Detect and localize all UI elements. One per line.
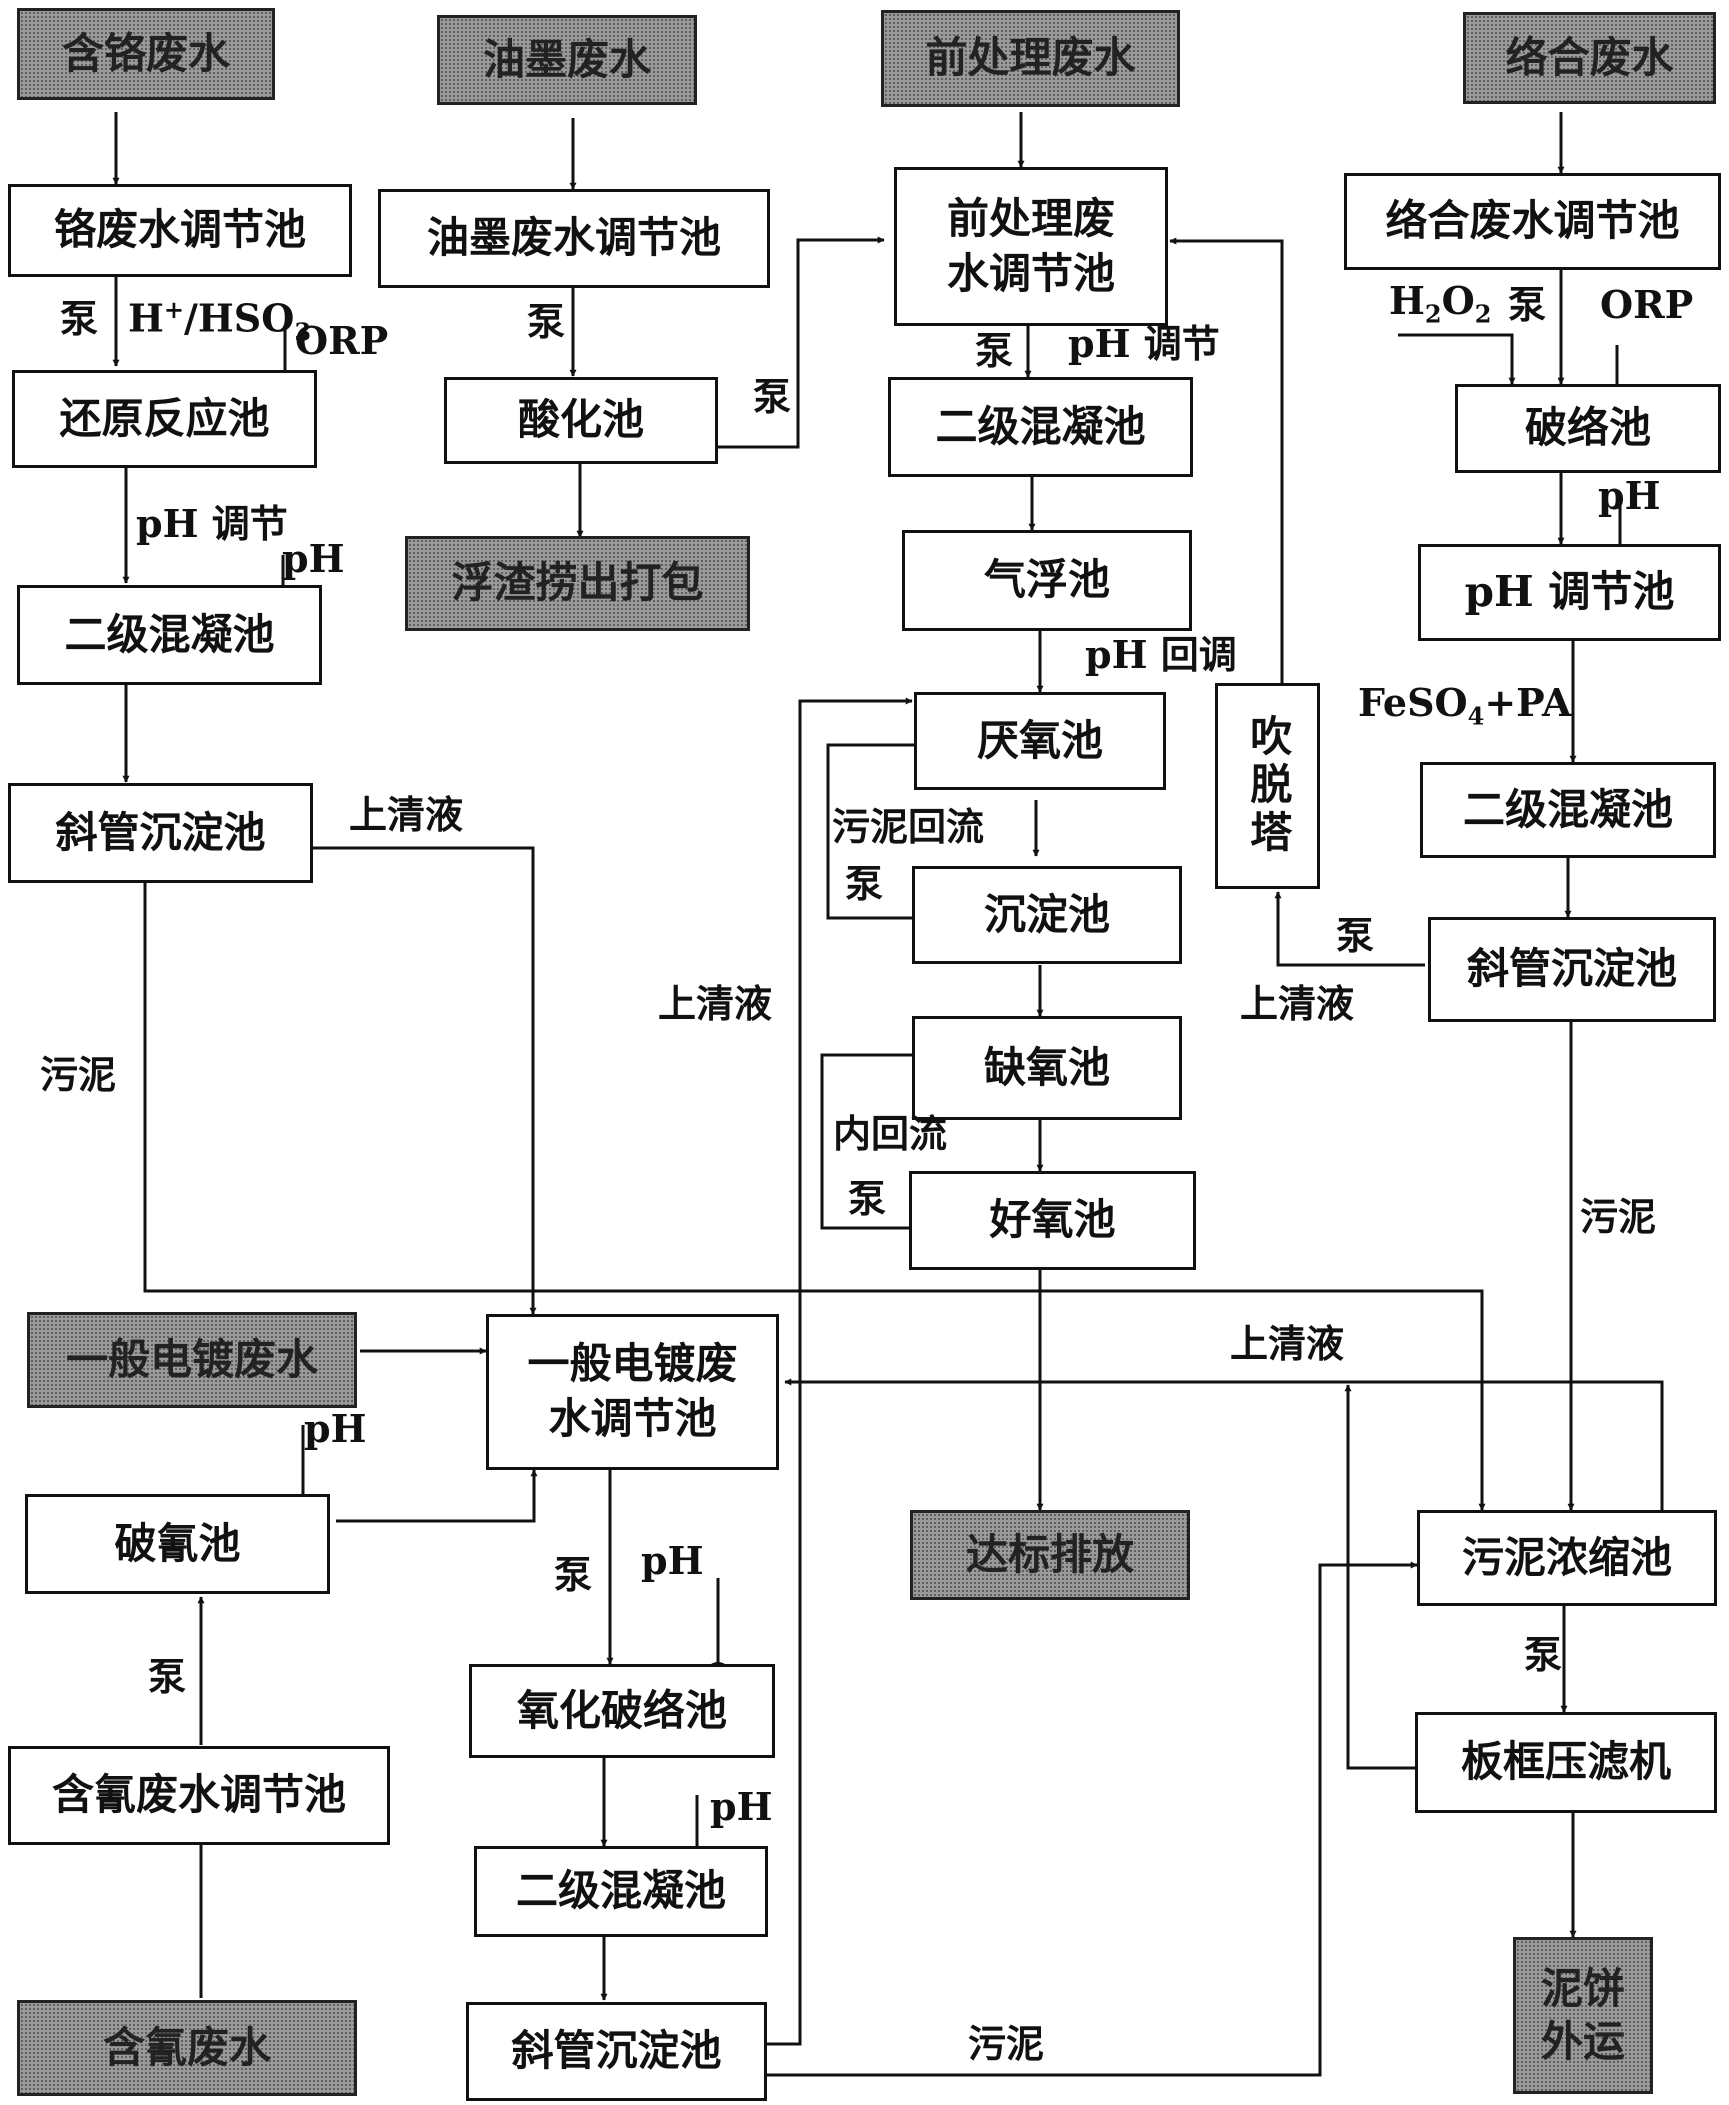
flow-line <box>784 1378 1664 1510</box>
pretreatment-equalization-tank: 前处理废 水调节池 <box>894 167 1168 326</box>
cyanide-equalization-tank: 含氰废水调节池 <box>8 1746 390 1845</box>
flow-line <box>1398 333 1516 385</box>
complex-two-stage-coagulation-tank: 二级混凝池 <box>1420 762 1716 858</box>
label-feso4-pa: FeSO4+PA <box>1358 680 1572 731</box>
label-pump: 泵 <box>1524 1632 1563 1677</box>
output-scum-packing: 浮渣捞出打包 <box>405 536 750 631</box>
label-reductant: H+/HSO3 <box>128 295 312 347</box>
general-plating-equalization-tank: 一般电镀废 水调节池 <box>486 1314 779 1470</box>
label-sludge-return: 污泥回流 <box>832 804 985 849</box>
chromium-inclined-tube-settler: 斜管沉淀池 <box>8 783 313 883</box>
sludge-cake-line1: 泥饼 <box>1540 1964 1625 2013</box>
air-flotation-tank: 气浮池 <box>902 530 1192 631</box>
label-ph: pH <box>1598 473 1661 518</box>
source-cyanide-wastewater: 含氰废水 <box>17 2000 357 2096</box>
complex-breaking-tank: 破络池 <box>1455 384 1721 473</box>
label-supernatant: 上清液 <box>658 981 773 1026</box>
anaerobic-tank: 厌氧池 <box>914 692 1166 790</box>
general-inclined-tube-settler: 斜管沉淀池 <box>466 2002 767 2101</box>
label-pump: 泵 <box>1508 282 1547 327</box>
chromium-two-stage-coagulation-tank: 二级混凝池 <box>17 585 322 685</box>
pretreatment-equal-line1: 前处理废 <box>946 193 1115 243</box>
label-pump: 泵 <box>753 374 792 419</box>
label-supernatant: 上清液 <box>1240 981 1355 1026</box>
complex-equalization-tank: 络合废水调节池 <box>1344 173 1721 270</box>
label-ph-adjust: pH 调节 <box>136 501 288 546</box>
source-ink-wastewater: 油墨废水 <box>437 15 697 105</box>
flow-line <box>820 1051 935 1230</box>
label-supernatant: 上清液 <box>349 792 464 837</box>
label-pump: 泵 <box>845 861 884 906</box>
stripping-tower: 吹脱塔 <box>1215 683 1320 889</box>
source-chromium-wastewater: 含铬废水 <box>17 8 275 100</box>
label-ph: pH <box>282 536 345 581</box>
ink-equalization-tank: 油墨废水调节池 <box>378 189 770 288</box>
flow-line <box>767 697 913 2046</box>
general-two-stage-coagulation-tank: 二级混凝池 <box>474 1846 768 1937</box>
anoxic-tank: 缺氧池 <box>912 1016 1182 1120</box>
label-orp: ORP <box>1600 282 1694 327</box>
label-sludge: 污泥 <box>1580 1194 1657 1239</box>
label-sludge: 污泥 <box>40 1052 117 1097</box>
reduction-reaction-tank: 还原反应池 <box>12 370 317 468</box>
label-pump: 泵 <box>1336 913 1375 958</box>
flow-line <box>1274 891 1425 967</box>
plate-frame-filter-press: 板框压滤机 <box>1415 1712 1717 1813</box>
label-ph-readjust: pH 回调 <box>1085 632 1237 677</box>
oxidation-complex-breaking-tank: 氧化破络池 <box>469 1664 775 1758</box>
flow-line <box>336 1469 538 1523</box>
chromium-equalization-tank: 铬废水调节池 <box>8 184 352 277</box>
flow-line <box>1169 237 1284 683</box>
flow-line <box>143 883 1486 1511</box>
source-complex-wastewater: 络合废水 <box>1463 12 1716 104</box>
label-pump: 泵 <box>60 296 99 341</box>
label-ph: pH <box>304 1406 367 1451</box>
label-pump: 泵 <box>848 1176 887 1221</box>
complex-inclined-tube-settler: 斜管沉淀池 <box>1428 917 1716 1022</box>
ph-adjustment-tank: pH 调节池 <box>1418 544 1721 641</box>
pretreatment-equal-line2: 水调节池 <box>946 248 1115 298</box>
label-pump: 泵 <box>975 328 1014 373</box>
aerobic-tank: 好氧池 <box>909 1171 1196 1270</box>
general-equal-line1: 一般电镀废 <box>527 1339 738 1389</box>
pretreatment-two-stage-coagulation-tank: 二级混凝池 <box>888 377 1193 477</box>
general-equal-line2: 水调节池 <box>548 1394 717 1443</box>
label-pump: 泵 <box>527 299 566 344</box>
label-ph-adjust: pH 调节 <box>1068 321 1220 366</box>
source-pretreatment-wastewater: 前处理废水 <box>881 10 1180 107</box>
acidification-tank: 酸化池 <box>444 377 718 464</box>
flow-line <box>1344 1384 1415 1770</box>
label-sludge: 污泥 <box>968 2021 1045 2066</box>
source-general-plating-wastewater: 一般电镀废水 <box>27 1312 357 1408</box>
sludge-cake-line2: 外运 <box>1540 2016 1625 2066</box>
label-pump: 泵 <box>554 1552 593 1597</box>
flow-line <box>826 741 935 920</box>
label-internal-return: 内回流 <box>833 1111 948 1156</box>
cyanide-breaking-tank: 破氰池 <box>25 1494 330 1594</box>
label-ph: pH <box>710 1784 773 1829</box>
label-ph: pH <box>641 1538 704 1583</box>
label-h2o2: H2O2 <box>1389 278 1492 329</box>
flow-line <box>767 1561 1418 2077</box>
output-sludge-cake: 泥饼 外运 <box>1513 1937 1653 2094</box>
flow-line <box>313 846 537 1315</box>
flow-line <box>718 236 885 449</box>
output-compliant-discharge: 达标排放 <box>910 1510 1190 1600</box>
label-supernatant: 上清液 <box>1230 1321 1345 1366</box>
sedimentation-tank: 沉淀池 <box>912 866 1182 964</box>
label-orp: ORP <box>295 318 389 363</box>
sludge-thickener: 污泥浓缩池 <box>1417 1510 1717 1606</box>
label-pump: 泵 <box>148 1654 187 1699</box>
